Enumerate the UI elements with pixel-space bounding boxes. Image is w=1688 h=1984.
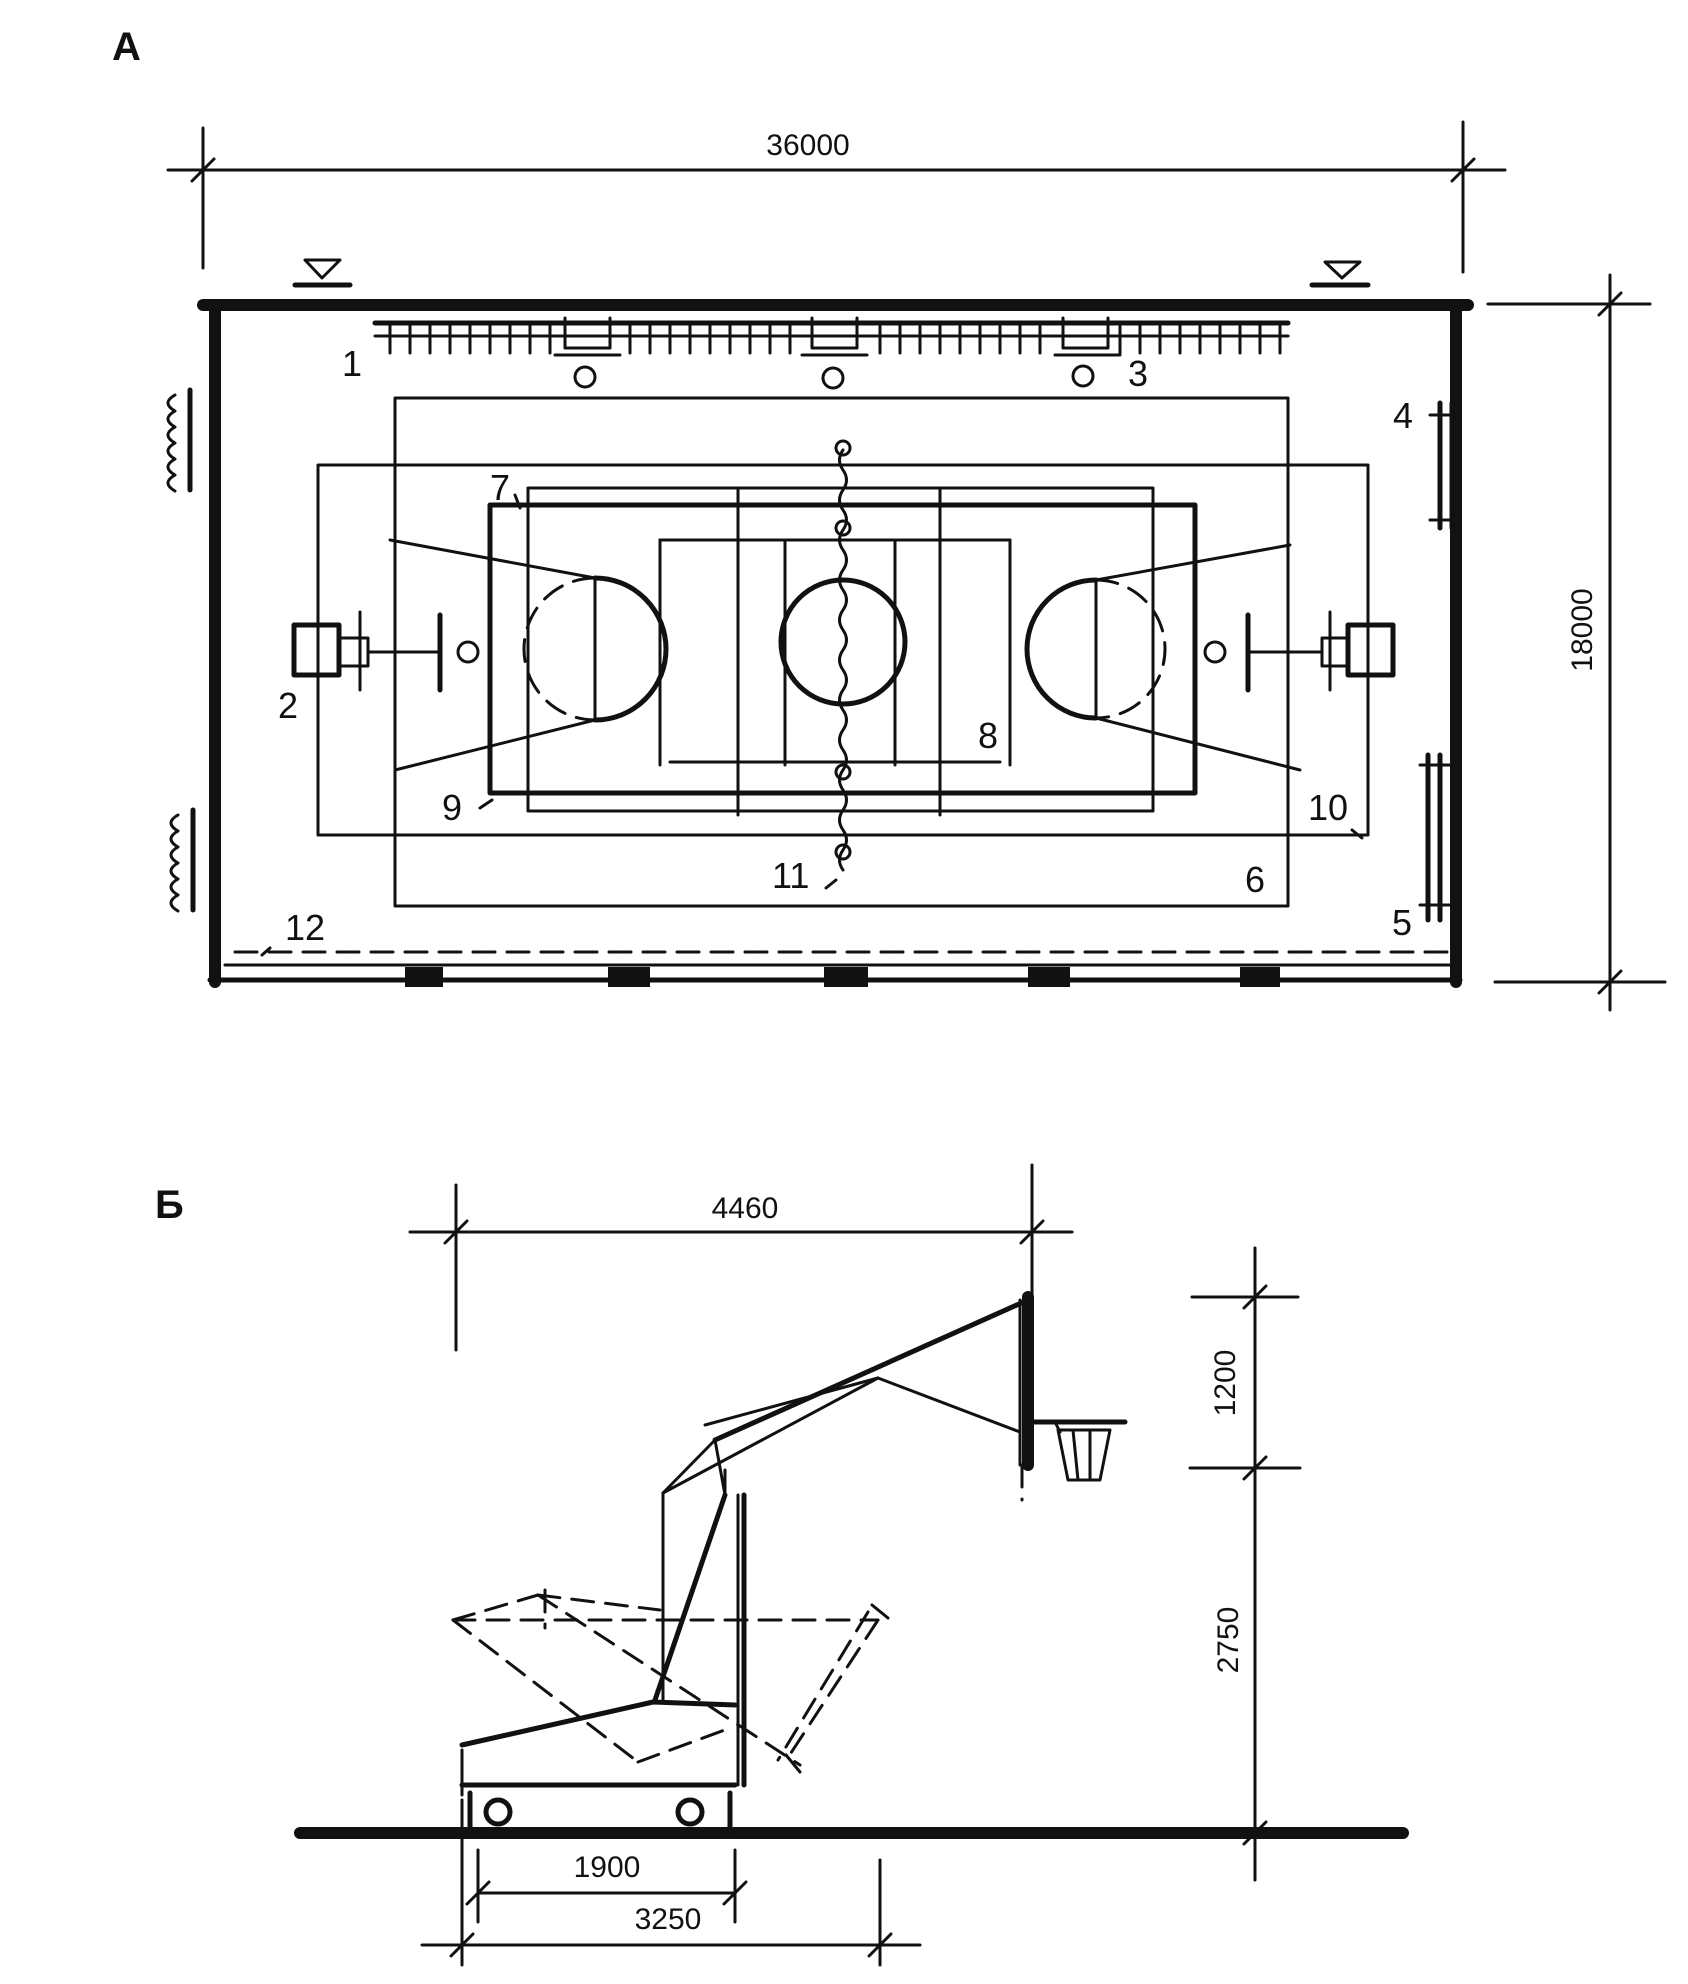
radiator-upper xyxy=(166,387,193,493)
dimension-reach-label: 4460 xyxy=(712,1192,779,1225)
callout-leaders xyxy=(260,493,1364,957)
apparatus-right-lower xyxy=(1418,752,1452,923)
equipment-top xyxy=(553,316,1122,390)
center-lines xyxy=(658,488,1012,817)
dimension-bottom: 1900 3250 xyxy=(420,1798,922,1967)
callout-11: 11 xyxy=(772,855,809,896)
dimension-reach: 4460 xyxy=(408,1163,1074,1352)
callout-9: 9 xyxy=(442,787,462,828)
folded-position xyxy=(451,1588,890,1774)
dimension-rim-height-label: 2750 xyxy=(1212,1607,1245,1674)
dimension-height-label: 18000 xyxy=(1566,588,1599,671)
callout-6: 6 xyxy=(1245,859,1265,900)
dimension-board-label: 1200 xyxy=(1209,1350,1242,1417)
court-outline-10 xyxy=(316,463,1370,837)
callout-10: 10 xyxy=(1308,787,1348,828)
panel-a-label: А xyxy=(112,25,141,69)
callout-5: 5 xyxy=(1392,902,1412,943)
dimension-width: 36000 xyxy=(166,120,1507,274)
apparatus-right-upper xyxy=(1428,400,1462,531)
dimension-wheelbase-label: 1900 xyxy=(574,1851,641,1884)
callout-7: 7 xyxy=(490,467,510,508)
dimension-width-label: 36000 xyxy=(766,129,849,162)
dimension-height: 18000 xyxy=(1486,273,1667,1012)
basket-stand-left xyxy=(291,610,480,693)
section-marker-right xyxy=(1309,260,1371,288)
callout-4: 4 xyxy=(1393,395,1413,436)
dimension-vertical: 1200 2750 xyxy=(1188,1246,1302,1882)
center-circle xyxy=(778,577,908,707)
court-outline-7 xyxy=(526,486,1155,813)
callout-8: 8 xyxy=(978,715,998,756)
section-marker-left xyxy=(292,258,353,288)
dimension-base-label: 3250 xyxy=(635,1903,702,1936)
panel-b-label: Б xyxy=(155,1183,184,1227)
net-line xyxy=(834,439,852,872)
radiator-lower xyxy=(169,807,196,913)
callout-2: 2 xyxy=(278,685,298,726)
panel-a-plan: А 36000 18000 xyxy=(112,25,1667,1012)
basket-stand-right xyxy=(1203,610,1396,693)
free-throw-area-right xyxy=(1024,543,1302,772)
callout-12: 12 xyxy=(285,907,325,948)
free-throw-area-left xyxy=(388,538,669,772)
basketball-court xyxy=(487,502,1198,796)
callout-1: 1 xyxy=(342,343,362,384)
wall-bars-row xyxy=(372,320,1291,355)
basket-hoop xyxy=(1027,1419,1128,1482)
backboard xyxy=(1018,1291,1034,1502)
callout-3: 3 xyxy=(1128,353,1148,394)
stand-base xyxy=(459,1699,738,1836)
panel-b-side-view: Б 4460 1200 2750 xyxy=(155,1163,1409,1967)
windows xyxy=(405,967,1280,987)
boom-arm xyxy=(661,1297,1031,1495)
